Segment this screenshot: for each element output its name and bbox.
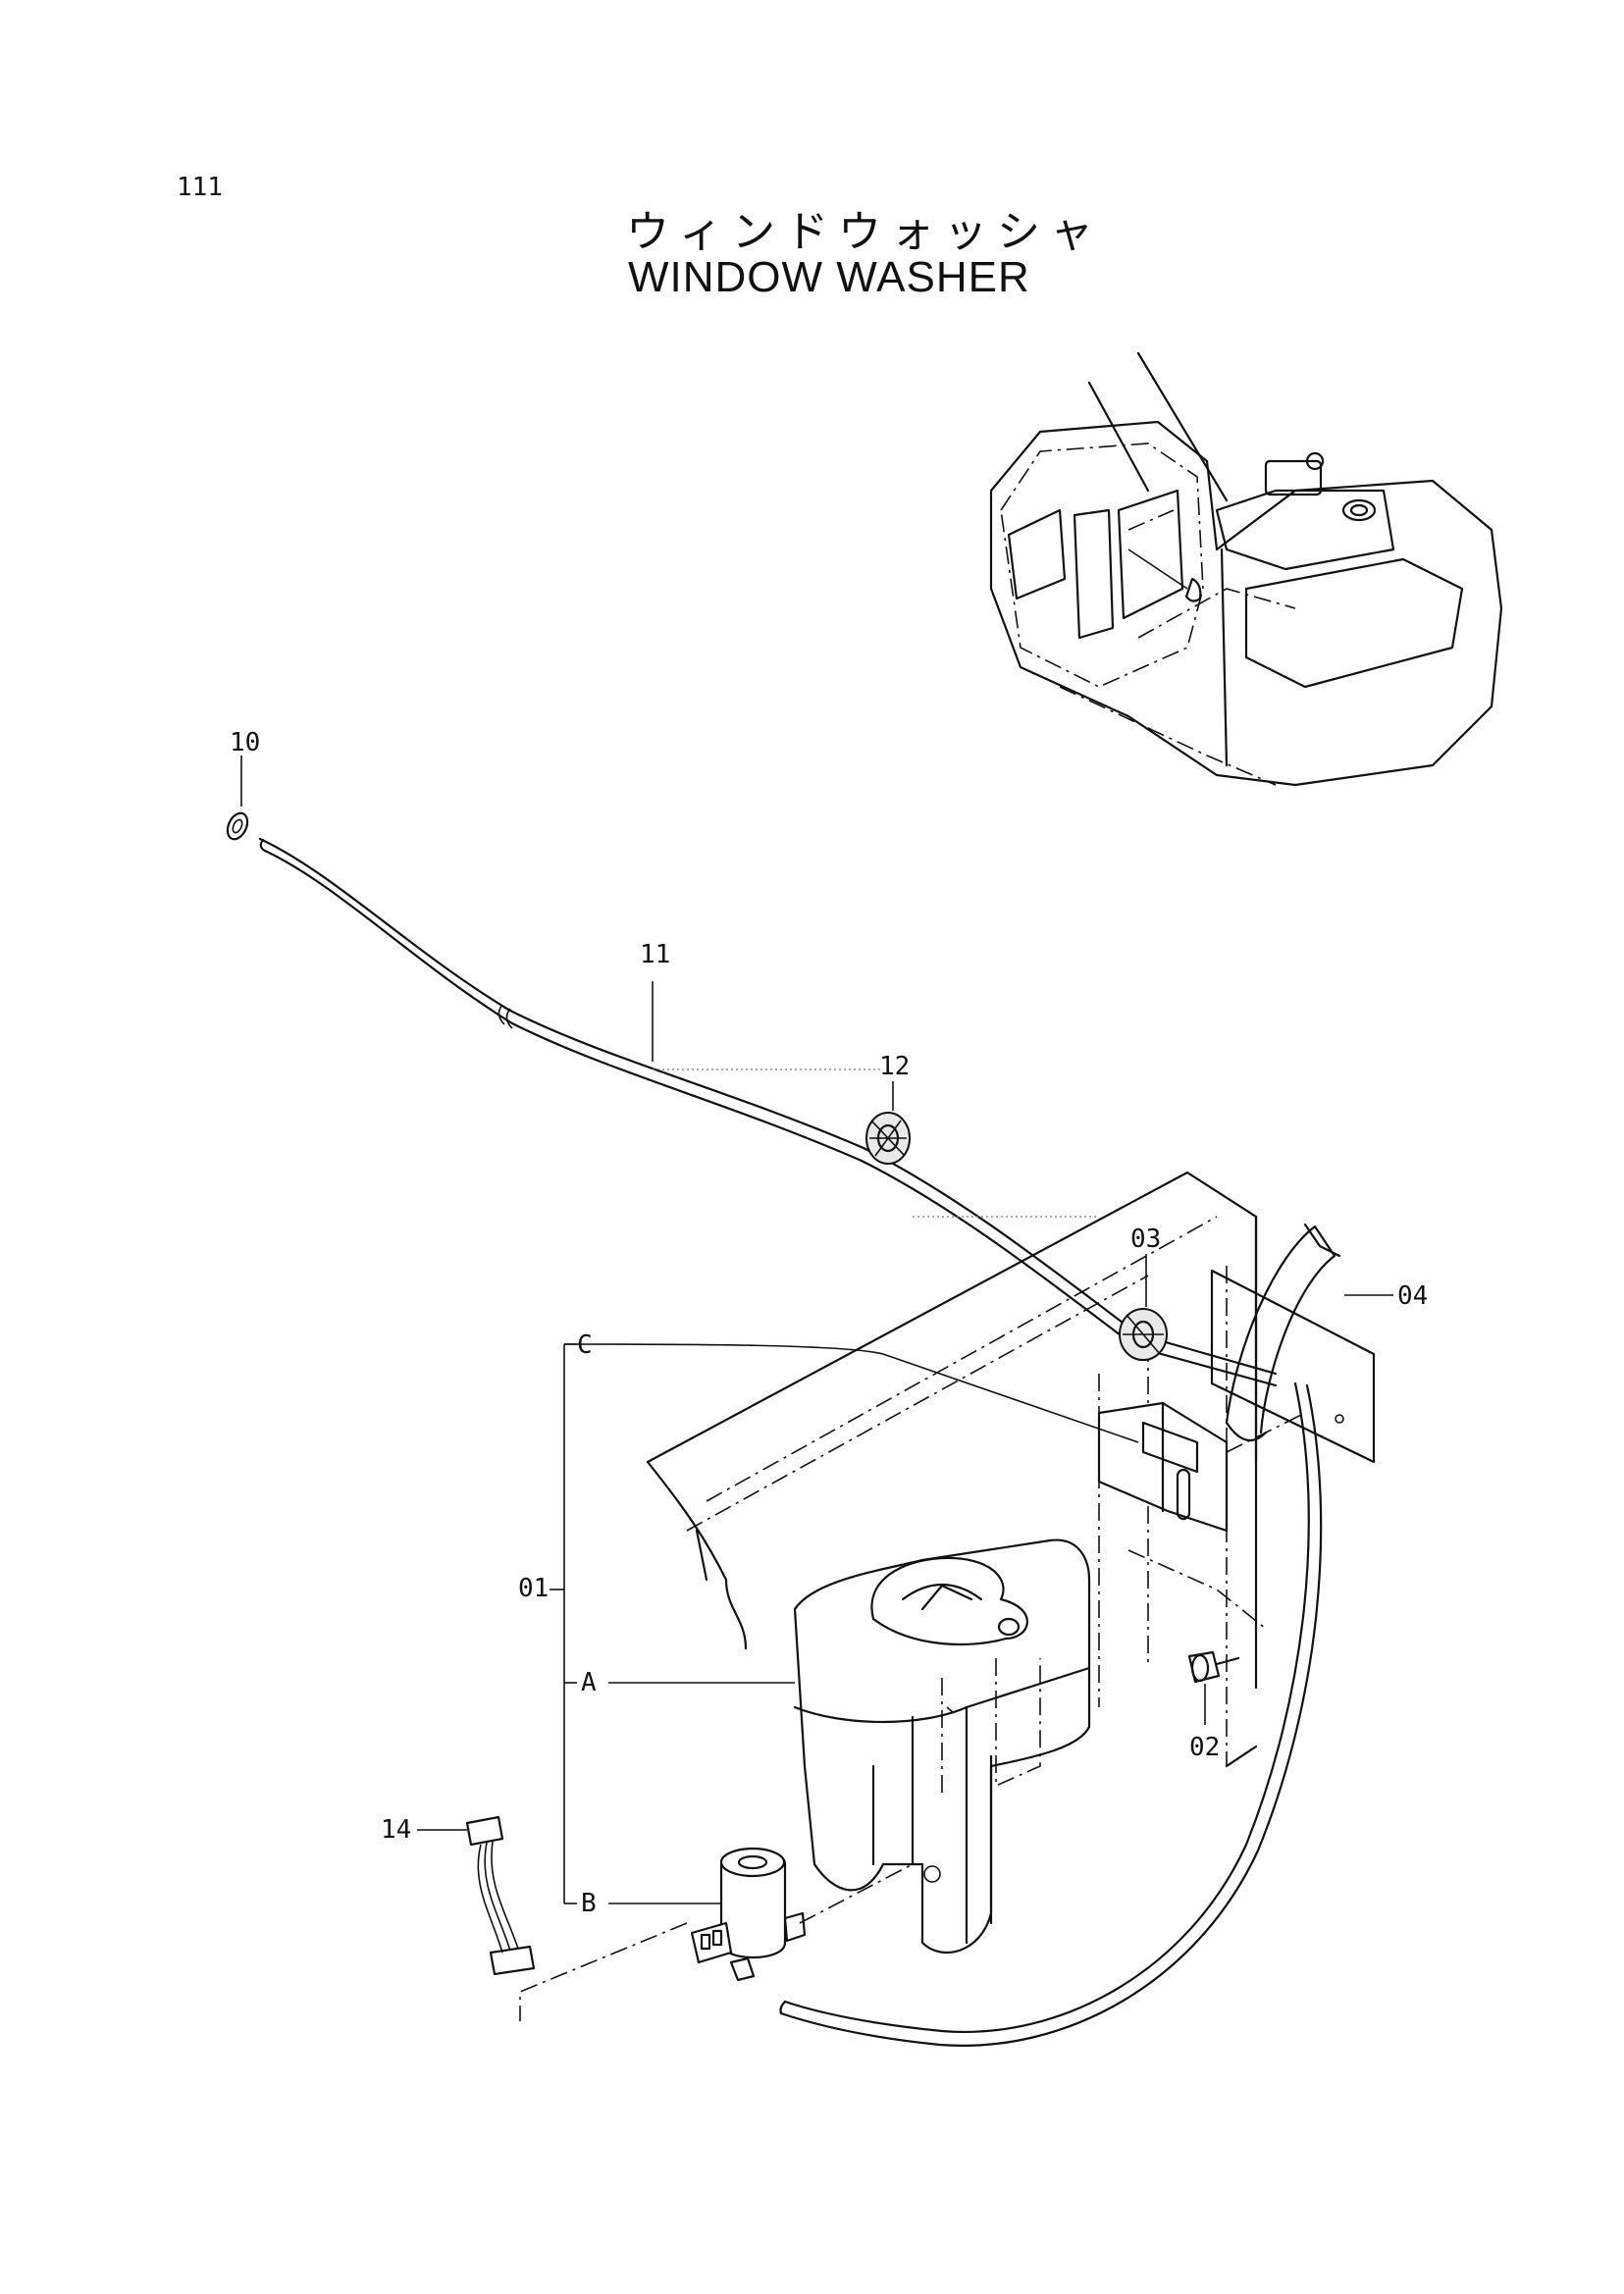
- callout-14: 14: [381, 1815, 412, 1845]
- callout-a: A: [581, 1668, 597, 1697]
- grommet-part-03: [1119, 1254, 1168, 1361]
- callout-04: 04: [1397, 1281, 1429, 1311]
- callout-b: B: [581, 1889, 597, 1918]
- callout-01: 01: [518, 1574, 550, 1603]
- page-number: 111: [177, 173, 223, 202]
- grommet-part-12: [865, 1081, 1099, 1218]
- washer-pump-part-b: [519, 1847, 914, 2021]
- callout-10: 10: [230, 728, 261, 757]
- assembly-callout-bracket-01: [550, 1343, 795, 1904]
- title-english: WINDOW WASHER: [628, 253, 1030, 301]
- callout-c: C: [577, 1330, 593, 1360]
- bolt-part-02: [1187, 1650, 1240, 1725]
- callout-11: 11: [640, 940, 671, 969]
- nozzle-part-10: [226, 756, 249, 841]
- wiring-harness-part-14: [417, 1815, 536, 1976]
- tank-feed-hose: [779, 1382, 1323, 2047]
- callout-03: 03: [1130, 1225, 1162, 1254]
- bracket-part-c: [563, 1343, 1306, 1630]
- callout-12: 12: [879, 1052, 911, 1081]
- title-japanese: ウィンドウォッシャ: [626, 207, 1103, 257]
- clamp-band-part-04: [1210, 1223, 1393, 1464]
- excavator-overview-illustration: [989, 351, 1503, 787]
- hose-part-11: [258, 837, 1278, 1387]
- callout-02: 02: [1189, 1733, 1221, 1762]
- washer-tank-part-a: [793, 1538, 1091, 1955]
